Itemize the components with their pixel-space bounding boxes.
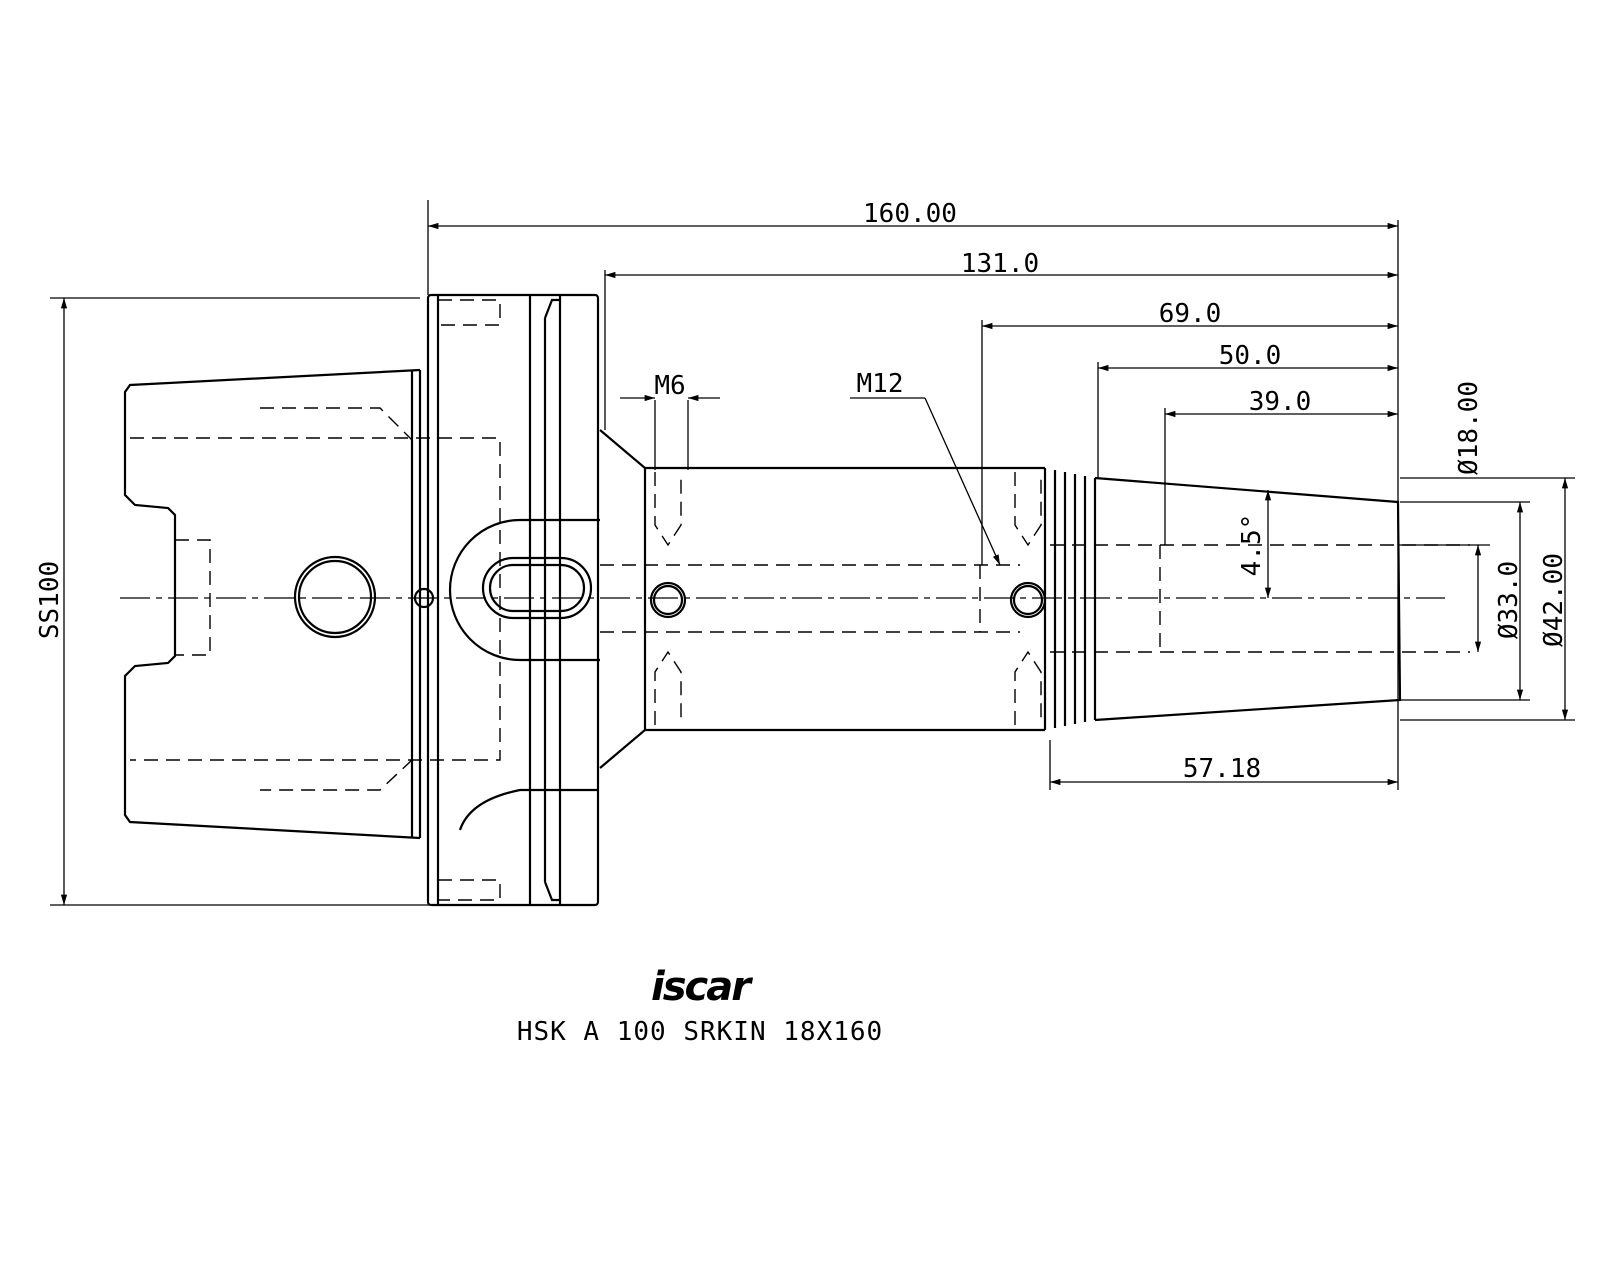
dim-dia-33: Ø33.0 (1494, 561, 1524, 639)
dimension-lines (50, 200, 1575, 906)
iscar-logo: iscar (651, 964, 753, 1010)
dim-dia-18: Ø18.00 (1454, 381, 1484, 475)
dim-overall-length: 160.00 (863, 199, 957, 229)
label-m6: M6 (654, 371, 685, 401)
dim-flange: SS100 (35, 561, 65, 639)
dim-dia-42: Ø42.00 (1539, 553, 1569, 647)
dim-angle: 4.5° (1237, 514, 1267, 577)
dim-50: 50.0 (1219, 341, 1282, 371)
label-m12: M12 (857, 369, 904, 399)
dim-39: 39.0 (1249, 387, 1312, 417)
drawing-title: HSK A 100 SRKIN 18X160 (517, 1017, 883, 1047)
dim-57: 57.18 (1183, 754, 1261, 784)
dim-69: 69.0 (1159, 299, 1222, 329)
dim-131: 131.0 (961, 249, 1039, 279)
tool-holder-body (123, 293, 1402, 907)
